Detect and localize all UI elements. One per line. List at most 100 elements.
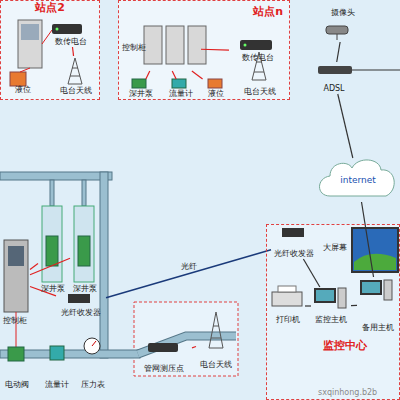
cabinet-symbol — [4, 240, 28, 312]
well-tube — [74, 206, 94, 282]
connector-line — [201, 49, 229, 51]
tower-symbol — [338, 288, 346, 308]
cabinet-symbol — [188, 26, 206, 64]
monitor-display — [362, 282, 380, 293]
control-cabinet: 控制柜 — [121, 25, 201, 71]
node-label: 数传电台 — [242, 53, 274, 63]
node-label: 电台天线 — [244, 87, 276, 97]
node-label: 电动阀 — [5, 380, 29, 390]
node-label: 备用主机 — [362, 323, 394, 333]
level-symbol — [10, 72, 26, 86]
pipe — [100, 172, 108, 358]
modem-symbol — [148, 343, 178, 352]
panel-title: 站点n — [253, 5, 283, 19]
node-label: 流量计 — [169, 89, 193, 99]
node-label: 打印机 — [276, 315, 300, 325]
station-panel: 站点n 控制柜数传电台深井泵 流量计液位 电台天线 — [118, 0, 290, 100]
node-label: 数传电台 — [55, 37, 87, 47]
edge-label: 光纤 — [181, 262, 197, 271]
node-label: 深井泵 — [129, 89, 153, 99]
connector-line — [305, 305, 311, 306]
cabinet-symbol — [144, 26, 162, 64]
flow-meter: 流量计 — [163, 79, 199, 99]
radio-antenna: 电台天线 — [235, 51, 285, 97]
monitor-host: 监控主机 — [311, 287, 351, 325]
panel-title: 监控中心 — [323, 339, 367, 353]
level-sensor: 液位 — [3, 71, 43, 95]
radio-antenna: 电台天线 — [196, 310, 236, 370]
cloud-shape — [320, 160, 395, 196]
station-panel: 站点2 数传电台液位 电台天线 — [0, 0, 100, 100]
pump-symbol — [78, 236, 90, 266]
node-label: 压力表 — [81, 380, 105, 390]
monitor-display — [316, 290, 334, 301]
gauge-needle — [92, 341, 96, 346]
cabinet-detail — [8, 246, 24, 266]
fiber-transceiver: 光纤收发器 — [271, 227, 317, 259]
well-tube — [42, 206, 62, 282]
node-label: 光纤收发器 — [274, 249, 314, 259]
node-label: 液位 — [15, 85, 31, 95]
wire — [20, 68, 30, 72]
antenna-symbol — [68, 58, 82, 84]
monitor-symbol — [360, 280, 382, 295]
pipe — [50, 180, 54, 206]
node-label: 控制柜 — [122, 43, 146, 53]
flowmeter-symbol — [50, 346, 64, 360]
transceiver-symbol — [68, 294, 90, 303]
pump-symbol — [132, 79, 146, 88]
watermark: sxqinhong.b2b — [318, 388, 377, 397]
connector-line — [72, 47, 73, 56]
printer: 打印机 — [271, 287, 305, 325]
deep-well-pump: 深井泵 — [70, 210, 100, 294]
valve-symbol — [8, 347, 24, 361]
transceiver-symbol — [282, 228, 304, 237]
monitor-center-panel: 监控中心 光纤收发器大屏幕打印机 监控主机备用主机 — [266, 224, 400, 400]
flow-meter: 流量计 — [40, 364, 74, 390]
node-label: 流量计 — [45, 380, 69, 390]
printer-paper — [278, 286, 296, 292]
tower-symbol — [384, 280, 392, 300]
fiber-transceiver: 光纤收发器 — [56, 292, 106, 318]
cabinet-symbol — [18, 20, 42, 68]
node-label: 管网测压点 — [144, 364, 184, 374]
pressure-point: 管网测压点 — [136, 340, 192, 374]
level-sensor: 液位 — [201, 79, 231, 99]
deep-well-pump: 深井泵 — [38, 210, 68, 294]
panel-title: 站点2 — [35, 1, 65, 15]
modem-symbol — [52, 24, 82, 34]
pump-symbol — [46, 236, 58, 266]
screen-hill — [354, 254, 396, 270]
modem-symbol — [240, 40, 272, 50]
panel-fill — [0, 0, 100, 100]
network-wire — [352, 70, 400, 71]
panel-fill — [118, 0, 290, 100]
connector-line — [303, 259, 319, 287]
electric-valve: 电动阀 — [0, 360, 34, 390]
led — [56, 28, 59, 31]
radio-modem: 数传电台 — [46, 23, 96, 47]
node-label: 控制柜 — [3, 316, 27, 326]
printer-symbol — [272, 292, 302, 306]
led — [244, 44, 247, 47]
connector-line — [338, 94, 353, 158]
connector-line — [351, 305, 357, 306]
cabinet-symbol — [166, 26, 184, 64]
pressure-gauge: 压力表 — [76, 338, 110, 390]
node-label: 监控主机 — [315, 315, 347, 325]
node-label: 电台天线 — [200, 360, 232, 370]
screen-symbol — [352, 228, 398, 272]
big-screen: 大屏幕 — [319, 241, 351, 255]
panel-fill — [266, 224, 400, 400]
flowmeter-symbol — [172, 79, 186, 88]
camera-symbol — [326, 26, 348, 34]
pipe — [82, 180, 86, 206]
radio-antenna: 电台天线 — [53, 56, 99, 96]
gauge-symbol — [84, 338, 100, 354]
adsl-modem: ADSL — [310, 62, 358, 94]
cabinet-detail — [21, 24, 39, 40]
node-label: 光纤收发器 — [61, 308, 101, 318]
internet-cloud: internet — [318, 158, 398, 202]
node-label: 深井泵 — [73, 284, 97, 294]
